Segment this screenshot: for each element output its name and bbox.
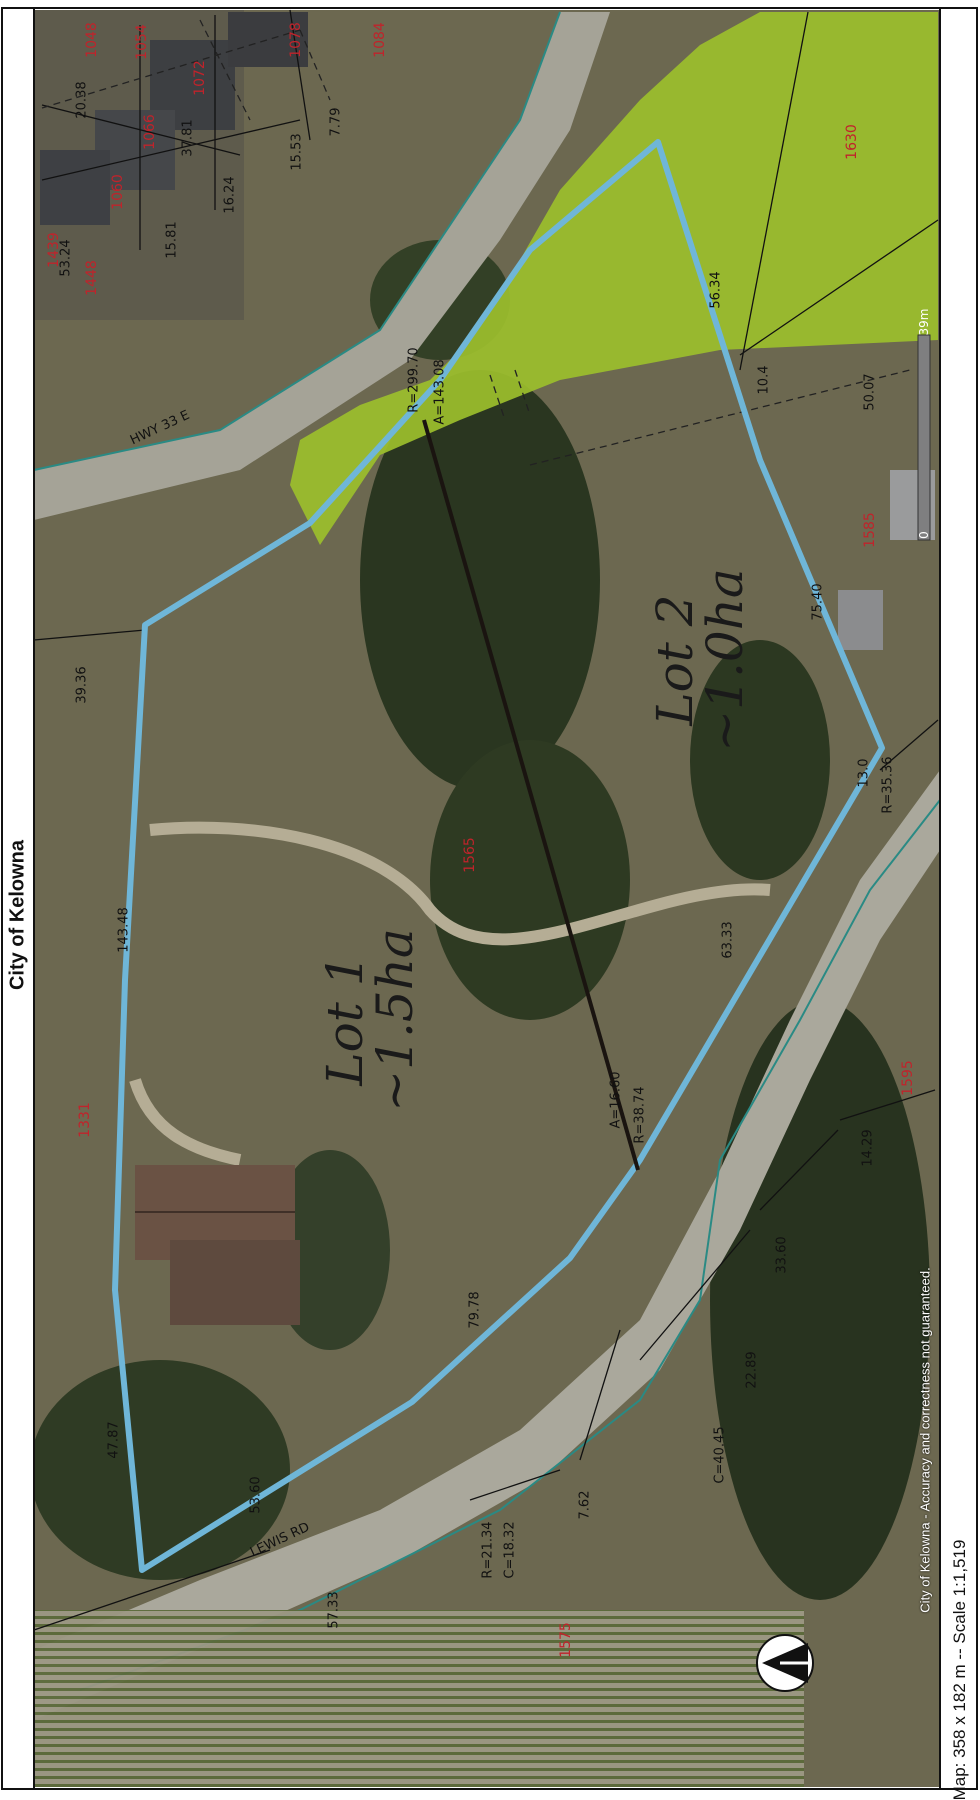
outbuilding bbox=[838, 590, 883, 650]
map-title: City of Kelowna bbox=[6, 839, 29, 991]
dimension-label: 22.89 bbox=[744, 1351, 760, 1389]
dimension-label: R=21.34 bbox=[480, 1521, 496, 1579]
dimension-label: 15.81 bbox=[164, 221, 180, 259]
dimension-label: R=35.36 bbox=[880, 756, 896, 814]
dimension-label: 10.4 bbox=[756, 365, 772, 395]
tree-cluster bbox=[690, 640, 830, 880]
dimension-label: 53.60 bbox=[248, 1476, 264, 1514]
dimension-label: 56.34 bbox=[708, 271, 724, 309]
dimension-label: 39.36 bbox=[74, 666, 90, 704]
residence-building bbox=[135, 1165, 300, 1325]
dimension-label: C=40.45 bbox=[712, 1426, 728, 1484]
dimension-label: 20.38 bbox=[74, 81, 90, 119]
dimension-label: 143.48 bbox=[116, 907, 132, 953]
lot-1-name: Lot 1 bbox=[316, 954, 374, 1086]
dimension-label: 75.40 bbox=[810, 583, 826, 621]
parcel-lines-dashed bbox=[41, 19, 911, 466]
tree-cluster bbox=[710, 1000, 930, 1600]
dimension-label: 7.62 bbox=[577, 1490, 593, 1520]
lewis-edge-line bbox=[79, 799, 941, 1691]
dimension-label: 50.07 bbox=[862, 373, 878, 411]
dimension-label: 7.79 bbox=[328, 107, 344, 137]
parcel-label: 1331 bbox=[77, 1102, 93, 1138]
parcel-label: 1595 bbox=[900, 1060, 916, 1096]
dimension-label: 53.24 bbox=[58, 239, 74, 277]
parcel-label: 1060 bbox=[110, 174, 126, 210]
parcel-label: 1630 bbox=[844, 124, 860, 160]
footer-strip bbox=[940, 0, 980, 1797]
map-info-footer: Map: 358 x 182 m -- Scale 1:1,519 bbox=[950, 1539, 969, 1800]
north-arrow-icon bbox=[756, 1634, 814, 1692]
lot-division-line[interactable] bbox=[422, 419, 640, 1171]
vineyard-1575 bbox=[34, 1610, 804, 1787]
title-strip bbox=[0, 0, 34, 1797]
parcel-label: 1448 bbox=[84, 260, 100, 296]
green-zone-1630 bbox=[290, 12, 938, 545]
parcel-label: 1054 bbox=[134, 24, 150, 60]
dimension-label: 57.33 bbox=[326, 1591, 342, 1629]
house-roof bbox=[40, 150, 110, 225]
lot-1-label: Lot 1 ~1.5ha bbox=[316, 928, 424, 1112]
dimension-label: 16.24 bbox=[222, 176, 238, 214]
dimension-label: A=16.60 bbox=[608, 1071, 624, 1129]
dimension-label: 79.78 bbox=[467, 1291, 483, 1329]
dimension-label: 13.0 bbox=[856, 758, 872, 788]
parcel-label: 1066 bbox=[142, 114, 158, 150]
scale-bar-end: 39m bbox=[917, 308, 931, 336]
tree-cluster bbox=[430, 740, 630, 1020]
driveway bbox=[129, 1078, 242, 1166]
hwy-edge-line bbox=[33, 11, 561, 471]
lot-2-area: ~1.0ha bbox=[696, 568, 754, 752]
outer-border bbox=[1, 7, 978, 1790]
tree-cluster bbox=[30, 1360, 290, 1580]
driveway bbox=[149, 821, 771, 946]
lot-2-name: Lot 2 bbox=[646, 594, 704, 726]
subject-property-boundary[interactable] bbox=[112, 139, 885, 1573]
dimension-label: C=18.32 bbox=[502, 1521, 518, 1579]
disclaimer-text: City of Kelowna - Accuracy and correctne… bbox=[917, 1267, 933, 1613]
dimension-label: 14.29 bbox=[860, 1129, 876, 1167]
hwy-33-e-road bbox=[34, 12, 610, 520]
tree-cluster bbox=[360, 370, 600, 790]
parcel-label: 1565 bbox=[462, 837, 478, 873]
dimension-label: 15.53 bbox=[289, 133, 305, 171]
scale-bar bbox=[917, 334, 931, 541]
dimension-label: 33.60 bbox=[774, 1236, 790, 1274]
scale-bar-start: 0 bbox=[917, 531, 931, 539]
parcel-label: 1084 bbox=[372, 22, 388, 58]
dimension-label: A=143.08 bbox=[432, 359, 448, 425]
parcel-label: 1575 bbox=[558, 1622, 574, 1658]
parcel-label: 1048 bbox=[84, 22, 100, 58]
lot-1-area: ~1.5ha bbox=[366, 928, 424, 1112]
dimension-label: 63.33 bbox=[720, 921, 736, 959]
dimension-label: R=299.70 bbox=[406, 347, 422, 413]
parcel-label: 1585 bbox=[862, 512, 878, 548]
parcel-label: 1072 bbox=[192, 60, 208, 96]
dimension-label: 47.87 bbox=[106, 1421, 122, 1459]
lot-2-label: Lot 2 ~1.0ha bbox=[646, 568, 754, 752]
parcel-label: 1078 bbox=[288, 22, 304, 58]
dimension-label: R=38.74 bbox=[632, 1086, 648, 1144]
parcel-lines bbox=[33, 9, 939, 1631]
dimension-label: 37.81 bbox=[180, 119, 196, 157]
